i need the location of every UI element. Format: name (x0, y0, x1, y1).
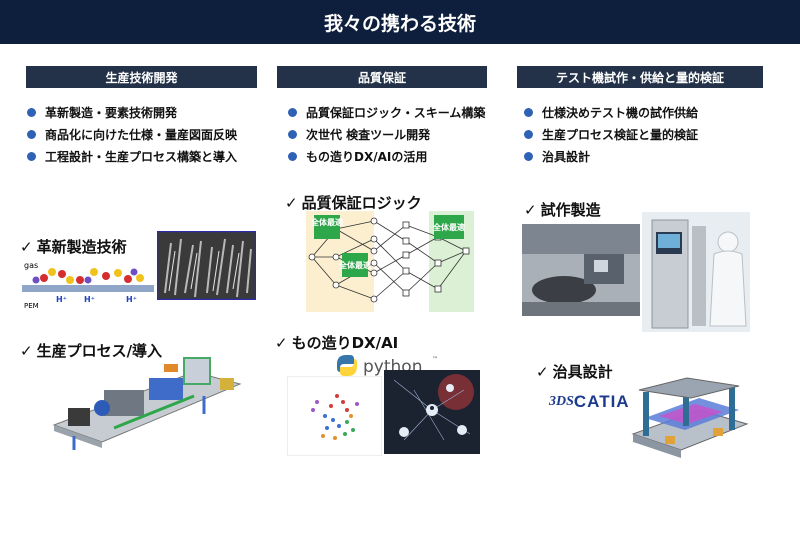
check-icon: ✓ (20, 238, 33, 256)
section-jig-design: ✓治具設計 (536, 361, 613, 382)
jig-assembly-illustration (631, 377, 749, 458)
sem-micrograph-image (157, 231, 256, 300)
pem-diagram: gas PEM H⁺ H⁺ H⁺ (22, 261, 154, 310)
list-item: 工程設計・生産プロセス構築と導入 (27, 145, 237, 167)
python-trademark: ™ (432, 356, 438, 363)
global-optimum-label: 全体最適 (432, 222, 465, 232)
section-label: 生産プロセス/導入 (36, 342, 163, 360)
section-prototype-manufacturing: ✓試作製造 (524, 199, 601, 220)
bullet-dot-icon (288, 151, 297, 161)
check-icon: ✓ (536, 363, 549, 381)
pem-label: PEM (24, 302, 39, 310)
column-header-test-machine: テスト機試作・供給と量的検証 (517, 66, 763, 88)
list-item-text: 商品化に向けた仕様・量産図面反映 (45, 127, 238, 142)
bullet-dot-icon (288, 107, 297, 117)
list-item: 次世代 検査ツール開発 (288, 123, 485, 145)
ai-network-image (384, 370, 480, 454)
global-optimum-label: 全体最適 (310, 217, 343, 227)
check-icon: ✓ (275, 334, 288, 352)
column-header-quality: 品質保証 (277, 66, 487, 88)
list-item: 商品化に向けた仕様・量産図面反映 (27, 123, 237, 145)
bullet-dot-icon (524, 129, 533, 139)
proton-label: H⁺ (56, 295, 67, 304)
list-item-text: 仕様決めテスト機の試作供給 (542, 105, 699, 120)
list-item-text: 品質保証ロジック・スキーム構築 (306, 105, 486, 120)
global-optimum-box (342, 253, 368, 277)
section-qa-logic: ✓品質保証ロジック (285, 192, 422, 213)
check-icon: ✓ (285, 194, 298, 212)
section-label: 革新製造技術 (36, 238, 127, 256)
column-heading: 生産技術開発 (105, 70, 178, 85)
cleanroom-operator-photo (642, 212, 750, 332)
prototype-machine-photo (522, 224, 640, 316)
bullet-dot-icon (524, 107, 533, 117)
column-heading: テスト機試作・供給と量的検証 (555, 70, 724, 85)
check-icon: ✓ (20, 342, 33, 360)
list-item-text: もの造りDX/AIの活用 (306, 149, 428, 164)
bullet-dot-icon (27, 151, 36, 161)
check-icon: ✓ (524, 201, 537, 219)
proton-label: H⁺ (126, 295, 137, 304)
catia-logo-icon: 3DS CATIA (549, 392, 630, 412)
list-item-text: 生産プロセス検証と量的検証 (542, 127, 699, 142)
section-label: 試作製造 (540, 201, 601, 219)
list-item-text: 治具設計 (542, 149, 591, 164)
page-title: 我々の携わる技術 (323, 12, 476, 35)
proton-label: H⁺ (84, 295, 95, 304)
production-line-illustration (52, 357, 242, 450)
column-heading: 品質保証 (357, 70, 406, 85)
list-item-text: 次世代 検査ツール開発 (306, 127, 431, 142)
section-production-process: ✓生産プロセス/導入 (20, 340, 162, 361)
title-banner: 我々の携わる技術 (0, 0, 800, 44)
bullet-list-production: 革新製造・要素技術開発 商品化に向けた仕様・量産図面反映 工程設計・生産プロセス… (27, 101, 237, 167)
list-item: 品質保証ロジック・スキーム構築 (288, 101, 485, 123)
list-item: 革新製造・要素技術開発 (27, 101, 237, 123)
section-label: もの造りDX/AI (291, 334, 399, 352)
list-item: 治具設計 (524, 145, 698, 167)
section-label: 品質保証ロジック (301, 194, 422, 212)
global-optimum-box (314, 215, 340, 239)
list-item: 仕様決めテスト機の試作供給 (524, 101, 698, 123)
bullet-dot-icon (288, 129, 297, 139)
list-item-text: 革新製造・要素技術開発 (45, 105, 178, 120)
list-item: 生産プロセス検証と量的検証 (524, 123, 698, 145)
section-innovative-manufacturing: ✓革新製造技術 (20, 236, 127, 257)
qa-logic-network-diagram: 全体最適 全体最適 全体最適 (306, 211, 474, 312)
bullet-list-quality: 品質保証ロジック・スキーム構築 次世代 検査ツール開発 もの造りDX/AIの活用 (288, 101, 485, 167)
bullet-dot-icon (524, 151, 533, 161)
bullet-dot-icon (27, 129, 36, 139)
section-dx-ai: ✓もの造りDX/AI (275, 332, 398, 353)
global-optimum-box (434, 215, 464, 239)
list-item: もの造りDX/AIの活用 (288, 145, 485, 167)
data-cluster-plot-image (287, 376, 382, 456)
bullet-list-test-machine: 仕様決めテスト機の試作供給 生産プロセス検証と量的検証 治具設計 (524, 101, 698, 167)
gas-label: gas (24, 261, 38, 270)
global-optimum-label: 全体最適 (338, 260, 371, 270)
section-label: 治具設計 (552, 363, 613, 381)
catia-wordmark: CATIA (573, 392, 630, 411)
ds-logo-mark: 3DS (549, 394, 574, 409)
bullet-dot-icon (27, 107, 36, 117)
column-header-production: 生産技術開発 (26, 66, 257, 88)
list-item-text: 工程設計・生産プロセス構築と導入 (45, 149, 238, 164)
